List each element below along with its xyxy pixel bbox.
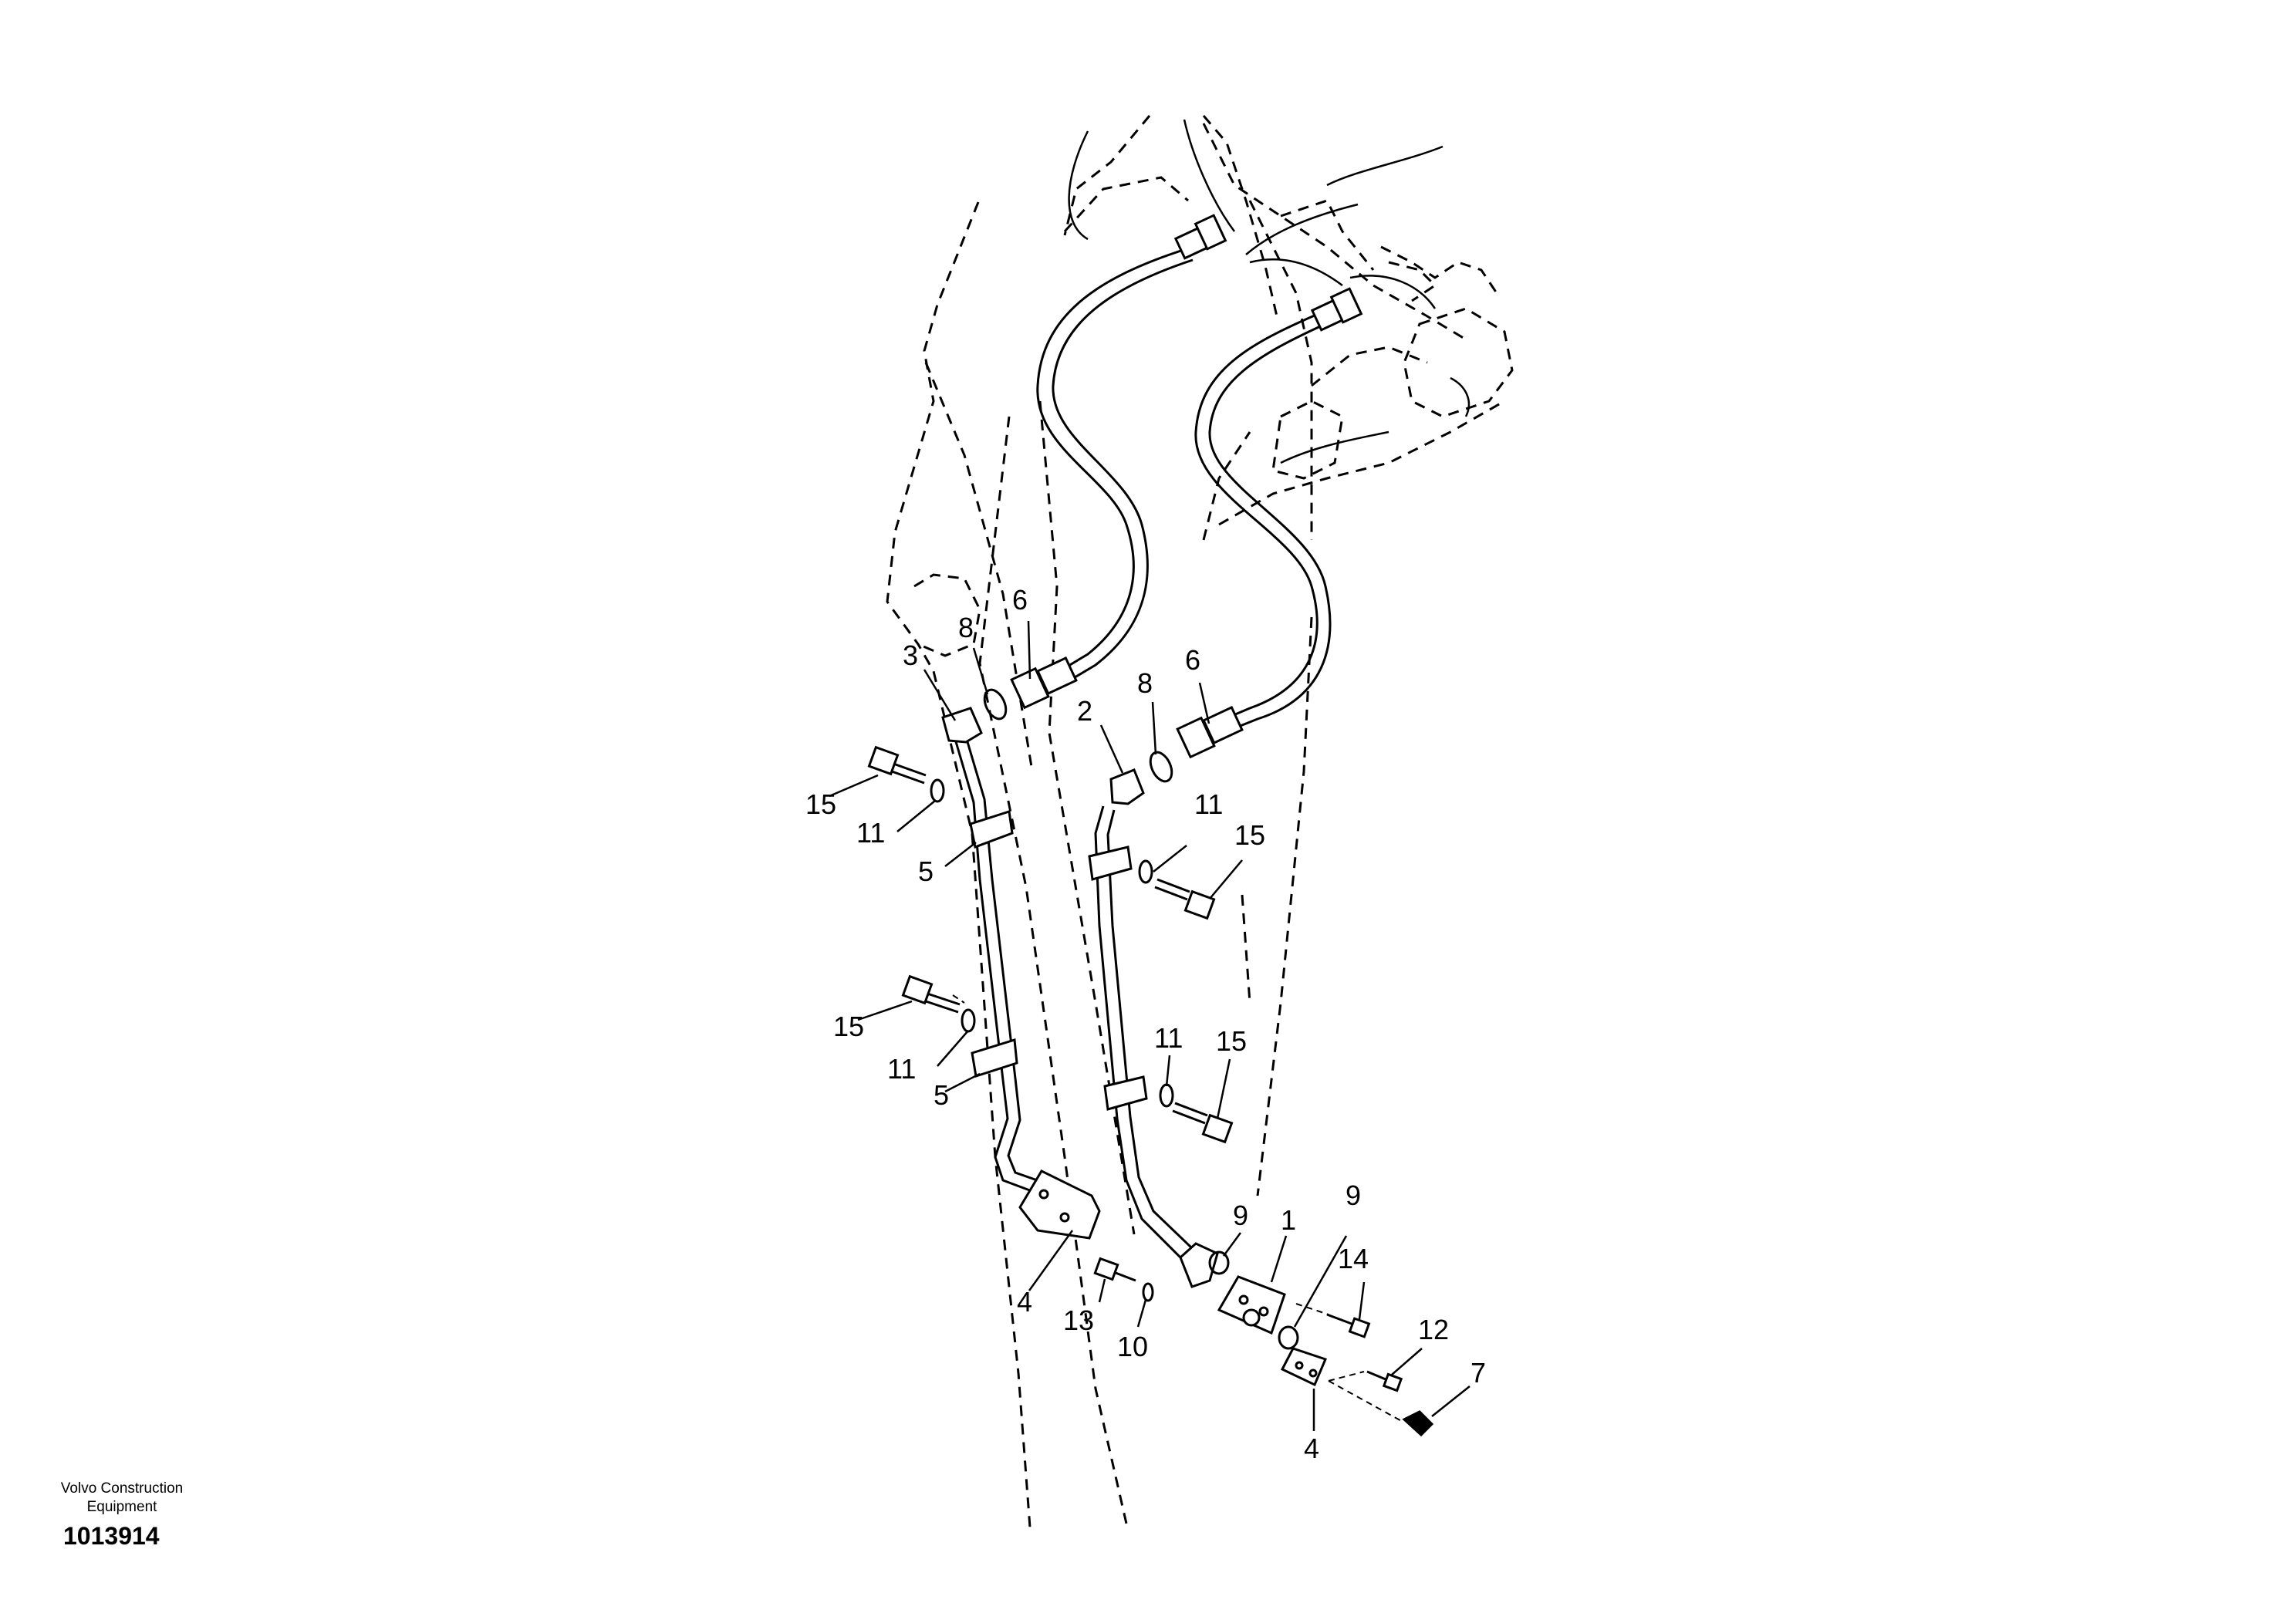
- seals-9: [1208, 1250, 1299, 1350]
- company-name-line-1: Volvo Construction: [60, 1480, 184, 1497]
- callout-4-a: 4: [1017, 1286, 1032, 1318]
- clamps-5: [969, 810, 1148, 1111]
- callout-15-d: 15: [1216, 1025, 1247, 1057]
- callout-9-a: 9: [1233, 1200, 1248, 1231]
- callout-6-left: 6: [1012, 584, 1028, 616]
- callout-14: 14: [1338, 1243, 1369, 1274]
- callout-13: 13: [1063, 1304, 1094, 1336]
- hose-left: [1036, 247, 1194, 690]
- callout-labels: 3 8 6 2 8 6 15 11 5 11 15 15 11 5 11 15 …: [805, 584, 1486, 1464]
- leader-lines: [829, 620, 1470, 1431]
- elbow-fittings: [941, 707, 1145, 805]
- callout-3: 3: [903, 640, 918, 671]
- callout-7: 7: [1470, 1357, 1486, 1389]
- o-rings-8: [983, 688, 1173, 783]
- callout-5-a: 5: [918, 856, 934, 887]
- callout-15-a: 15: [805, 788, 836, 820]
- small-fasteners: [1093, 1257, 1434, 1437]
- callout-5-b: 5: [934, 1079, 949, 1111]
- hose-end-fittings: [1010, 214, 1363, 759]
- drawing-number: 1013914: [63, 1522, 160, 1550]
- callout-11-a: 11: [856, 817, 885, 849]
- callout-8-left: 8: [958, 612, 974, 643]
- hose-right: [1194, 311, 1332, 734]
- company-name: Volvo Construction Equipment: [37, 1480, 207, 1517]
- callout-6-right: 6: [1185, 644, 1200, 676]
- callout-4-b: 4: [1304, 1433, 1319, 1464]
- pipe-left: [954, 736, 1042, 1193]
- pipe-right: [1094, 805, 1194, 1259]
- boom-outline-solid: [1068, 119, 1470, 464]
- flange-blocks-4: [1018, 1169, 1328, 1387]
- callout-15-c: 15: [833, 1011, 864, 1042]
- callout-15-b: 15: [1234, 819, 1265, 851]
- callout-12: 12: [1418, 1314, 1449, 1345]
- callout-8-right: 8: [1137, 667, 1153, 699]
- assembly-lines-dashed: [952, 994, 1405, 1423]
- company-name-line-2: Equipment: [86, 1499, 157, 1515]
- callout-2: 2: [1077, 695, 1092, 727]
- callout-11-b: 11: [1194, 788, 1223, 820]
- callout-11-c: 11: [887, 1053, 916, 1085]
- callout-11-d: 11: [1154, 1022, 1183, 1054]
- callout-1: 1: [1281, 1204, 1296, 1236]
- callout-10: 10: [1117, 1331, 1148, 1362]
- bolts-15: [867, 745, 1234, 1144]
- plates-1: [1179, 1242, 1286, 1335]
- washers-11: [930, 778, 1174, 1108]
- callout-9-b: 9: [1346, 1180, 1361, 1211]
